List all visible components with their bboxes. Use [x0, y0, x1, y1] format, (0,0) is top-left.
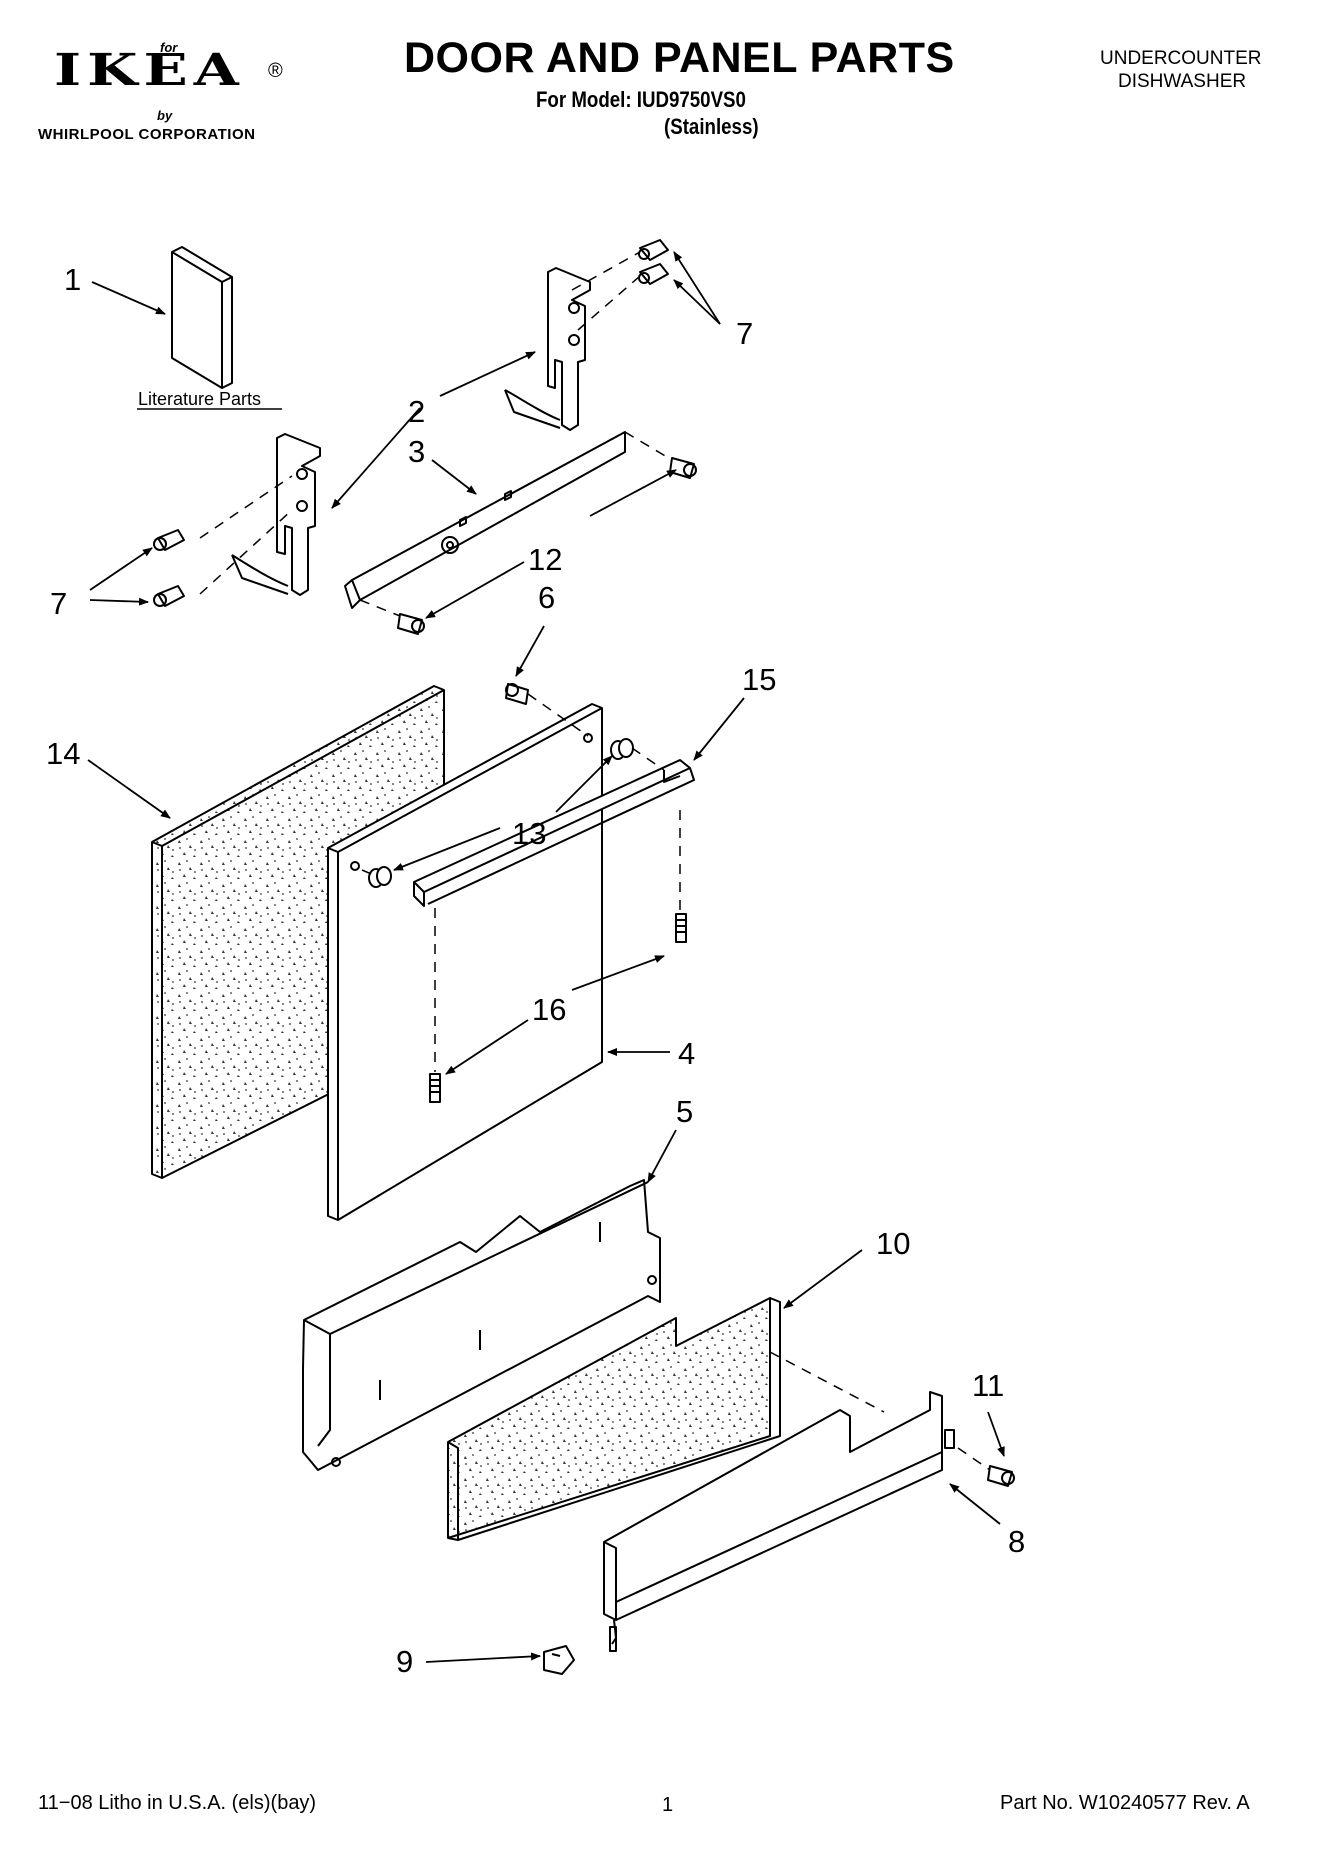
handle-grommet-upper — [610, 738, 634, 760]
leader-9 — [425, 1652, 541, 1663]
leader-7-top — [673, 251, 721, 325]
callout-7-top: 7 — [736, 316, 753, 351]
leader-14 — [87, 759, 171, 819]
logo-by-text: by — [157, 108, 173, 123]
callout-13: 13 — [512, 816, 546, 851]
mounting-channel — [344, 431, 626, 609]
callout-14: 14 — [46, 736, 80, 771]
door-handle — [413, 759, 695, 907]
screw-7-left-bottom — [153, 585, 185, 607]
callout-11: 11 — [972, 1368, 1004, 1403]
screw-6 — [505, 683, 529, 705]
assembly-line — [769, 1351, 885, 1413]
leader-2-left — [331, 407, 421, 509]
callout-1: 1 — [64, 262, 81, 297]
hinge-bracket-right — [504, 267, 591, 431]
screw-7-mid — [638, 263, 669, 285]
leader-11 — [987, 1411, 1005, 1457]
callout-9: 9 — [396, 1644, 413, 1679]
leader-8 — [949, 1483, 1001, 1525]
assembly-line — [577, 275, 641, 331]
panel-clip — [543, 1645, 575, 1675]
page-number: 1 — [662, 1794, 674, 1816]
handle-stud-right — [675, 913, 687, 943]
callout-5: 5 — [676, 1094, 693, 1129]
callout-4: 4 — [678, 1036, 695, 1071]
leader-6 — [515, 625, 545, 677]
assembly-line — [631, 747, 665, 771]
leader-10 — [783, 1249, 863, 1309]
screw-12-left — [397, 613, 425, 635]
variant-label: (Stainless) — [664, 114, 759, 139]
logo-brand: IKEA — [54, 44, 245, 96]
screw-12-right — [669, 457, 697, 479]
leader-7-left-a — [89, 547, 153, 591]
handle-stud-left — [429, 1073, 441, 1103]
leader-5 — [647, 1129, 677, 1183]
leader-1 — [91, 281, 166, 315]
assembly-line — [199, 475, 293, 539]
screw-7-top — [638, 239, 669, 261]
callout-6: 6 — [538, 580, 555, 615]
assembly-line — [359, 599, 401, 617]
category-line-2: DISHWASHER — [1118, 71, 1247, 92]
leader-2-right — [439, 351, 536, 397]
callout-15: 15 — [742, 662, 776, 697]
toe-insulation — [447, 1297, 781, 1541]
category-line-1: UNDERCOUNTER — [1100, 48, 1262, 69]
assembly-line — [527, 693, 589, 737]
callout-10: 10 — [876, 1226, 910, 1261]
callout-8: 8 — [1008, 1524, 1025, 1559]
assembly-line — [624, 431, 673, 461]
hinge-bracket-left — [231, 433, 321, 596]
leader-12-right — [589, 469, 677, 517]
logo-corporation: WHIRLPOOL CORPORATION — [38, 126, 256, 143]
logo-for-text: for — [160, 40, 178, 55]
leader-16-right — [571, 955, 665, 991]
screw-7-left-top — [153, 529, 185, 551]
leader-13-lower — [393, 827, 501, 871]
literature-parts-label: Literature Parts — [138, 389, 261, 409]
literature-booklet — [171, 246, 233, 389]
toe-panel-support — [302, 1179, 661, 1471]
leader-7-mid — [673, 279, 721, 325]
assembly-line — [361, 869, 377, 877]
model-line: For Model: IUD9750VS0 — [536, 87, 746, 112]
page-title: DOOR AND PANEL PARTS — [404, 34, 955, 82]
callout-3: 3 — [408, 434, 425, 469]
callout-12: 12 — [528, 542, 562, 577]
assembly-line — [199, 509, 293, 595]
assembly-line — [957, 1447, 991, 1471]
leader-3 — [431, 459, 477, 495]
callout-2: 2 — [408, 394, 425, 429]
litho-info: 11−08 Litho in U.S.A. (els)(bay) — [38, 1792, 317, 1814]
callout-16: 16 — [532, 992, 566, 1027]
handle-grommet-lower — [368, 866, 392, 888]
leader-7-left-b — [89, 597, 149, 606]
leader-16-left — [445, 1019, 529, 1075]
callout-7-left: 7 — [50, 586, 67, 621]
leader-13-upper — [555, 755, 613, 813]
toe-panel — [603, 1391, 955, 1652]
screw-11 — [987, 1465, 1015, 1487]
leader-15 — [693, 697, 745, 761]
assembly-line — [571, 251, 641, 291]
leader-12-left — [425, 561, 525, 619]
part-number: Part No. W10240577 Rev. A — [1000, 1792, 1250, 1814]
logo-registered-mark: ® — [268, 60, 283, 82]
